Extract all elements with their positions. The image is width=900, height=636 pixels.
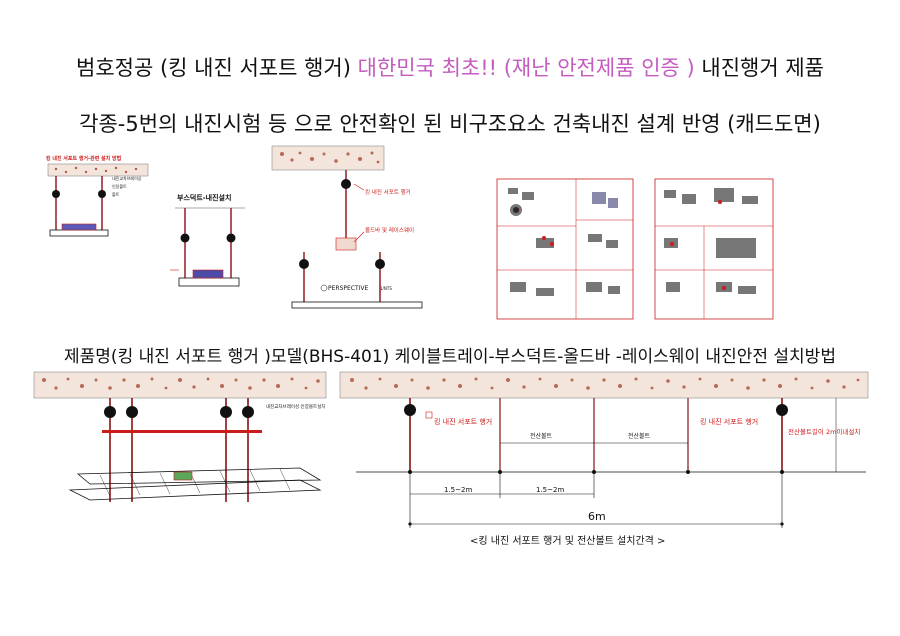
drawing1-note2: 인장볼트 (112, 183, 127, 189)
drawing4-hanger-2 (126, 406, 138, 418)
drawing-cable-tray-small: 킹 내진 서포트 행거-관련 설치 방법 내진교차브레이싱 인장볼트 볼트 (46, 155, 149, 237)
catalog-sheet-b (654, 178, 774, 320)
header-highlight: 대한민국 최초!! (재난 안전제품 인증 ) (357, 56, 695, 80)
drawing1-note3: 볼트 (112, 191, 120, 197)
drawing2-title: 부스덕트-내진설치 (177, 193, 231, 202)
drawing4-hanger-1 (104, 406, 116, 418)
drawing1-hanger-right (98, 190, 106, 198)
drawing3-label-scale: 1/NTS (380, 286, 392, 291)
drawing4-note: 내진교차브레이싱 인장볼트설치 (266, 403, 325, 410)
drawing-cable-tray-large: 내진교차브레이싱 인장볼트설치 (33, 371, 327, 502)
drawing3-label-hanger: 킹 내진 서포트 행거 (365, 188, 411, 196)
drawing5-hanger-left (404, 404, 416, 416)
header-product: 내진행거 제품 (701, 56, 824, 80)
catalog-sheet-a (496, 178, 634, 320)
drawing-perspective: 킹 내진 서포트 행거 올드바 및 레이스웨이 PERSPECTIVE 1/NT… (271, 145, 423, 309)
drawing-bus-duct: 부스덕트-내진설치 (170, 193, 245, 287)
drawing5-hanger-right (776, 404, 788, 416)
drawing1-note1: 내진교차브레이싱 (112, 175, 142, 181)
header-line-2: 각종-5번의 내진시험 등 으로 안전확인 된 비구조요소 건축내진 설계 반영… (79, 112, 821, 136)
drawing3-label-perspective: PERSPECTIVE (328, 285, 369, 292)
drawing4-hanger-4 (242, 406, 254, 418)
drawing1-title: 킹 내진 서포트 행거-관련 설치 방법 (46, 155, 122, 162)
drawing1-ceiling (47, 163, 149, 177)
section-title: 제품명(킹 내진 서포트 행거 )모델(BHS-401) 케이블트레이-부스덕트… (64, 347, 836, 367)
drawing5-dim-1: 1.5~2m (444, 486, 472, 494)
drawing3-ceiling (271, 145, 385, 171)
drawing5-label-bolt-2: 전산볼트 (628, 432, 651, 440)
drawing5-ceiling (339, 371, 869, 399)
drawing5-label-hanger-right: 킹 내진 서포트 행거 (700, 417, 758, 426)
drawing3-hanger (341, 179, 351, 189)
drawing5-dim-total: 6m (588, 510, 606, 523)
drawing4-ceiling (33, 371, 327, 399)
drawing1-hanger-left (52, 190, 60, 198)
drawing5-label-hanger-left: 킹 내진 서포트 행거 (434, 417, 492, 426)
drawing3-label-bar: 올드바 및 레이스웨이 (365, 226, 414, 234)
header-company: 범호정공 (킹 내진 서포트 행거) (76, 56, 351, 80)
drawing5-label-bolt-1: 전산볼트 (530, 432, 553, 440)
drawing5-caption: <킹 내진 서포트 행거 및 전산볼트 설치간격 > (470, 534, 665, 547)
drawing4-hanger-3 (220, 406, 232, 418)
drawing5-label-vertical: 전산볼트길이 2m이내설치 (788, 427, 860, 436)
drawing5-dim-2: 1.5~2m (536, 486, 564, 494)
drawing-spacing: 킹 내진 서포트 행거 킹 내진 서포트 행거 전산볼트 전산볼트 전산볼트길이… (339, 371, 869, 547)
header-line-1: 범호정공 (킹 내진 서포트 행거) 대한민국 최초!! (재난 안전제품 인증… (0, 52, 900, 82)
